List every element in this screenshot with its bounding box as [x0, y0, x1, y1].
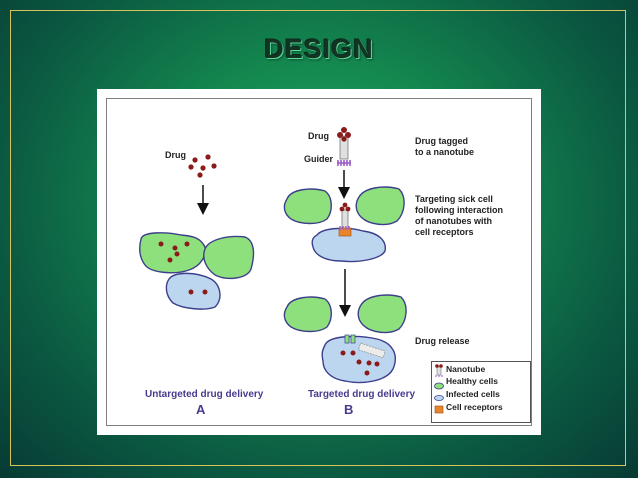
step3-text: Drug release — [415, 336, 470, 346]
drug-in-infected-cell — [188, 289, 208, 295]
svg-text:to a nanotube: to a nanotube — [415, 147, 474, 157]
step1-text: Drug tagged to a nanotube — [415, 136, 474, 157]
figure-border — [106, 98, 532, 426]
label-guider: Guider — [304, 154, 334, 164]
svg-text:Drug tagged: Drug tagged — [415, 136, 468, 146]
slide-title: DESIGN — [264, 34, 374, 64]
legend-item: Healthy cells — [446, 376, 498, 386]
drug-delivery-diagram: Drug — [139, 127, 503, 417]
released-drug-particles — [340, 350, 380, 376]
nanotube-icon — [435, 364, 443, 377]
nanotube-binding-receptor — [338, 202, 352, 237]
svg-text:of nanotubes with: of nanotubes with — [415, 216, 492, 226]
letter-a: A — [196, 402, 206, 417]
svg-text:Drug release: Drug release — [415, 336, 470, 346]
caption-targeted: Targeted drug delivery — [308, 389, 416, 400]
legend: Nanotube Healthy cells Infected cells Ce… — [431, 361, 531, 423]
healthy-cell — [357, 294, 407, 334]
legend-item: Nanotube — [446, 364, 486, 374]
cell-receptor-icon — [344, 334, 356, 344]
infected-cell — [311, 227, 386, 263]
infected-cell — [321, 335, 396, 384]
healthy-cell — [203, 235, 255, 280]
healthy-cell — [283, 296, 332, 333]
label-drug-a: Drug — [165, 150, 186, 160]
nanotube-icon — [337, 127, 351, 166]
cell-receptor-icon — [434, 405, 444, 414]
figure-panel: Drug — [97, 89, 541, 435]
caption-untargeted: Untargeted drug delivery — [145, 389, 264, 400]
healthy-cell — [283, 188, 332, 225]
infected-cell-icon — [434, 395, 444, 402]
free-drug-particles — [188, 154, 217, 178]
legend-item: Infected cells — [446, 389, 500, 399]
healthy-cell — [139, 232, 207, 274]
label-drug-b: Drug — [308, 131, 329, 141]
healthy-cell-icon — [434, 382, 444, 390]
released-nanotube — [357, 342, 386, 359]
svg-text:Targeting sick cell: Targeting sick cell — [415, 194, 493, 204]
legend-item: Cell receptors — [446, 402, 503, 412]
drug-in-healthy-cell — [158, 241, 190, 263]
letter-b: B — [344, 402, 353, 417]
legend-icons — [434, 364, 444, 414]
svg-text:following interaction: following interaction — [415, 205, 503, 215]
step2-text: Targeting sick cell following interactio… — [415, 194, 503, 237]
svg-text:cell receptors: cell receptors — [415, 227, 474, 237]
healthy-cell — [355, 186, 405, 226]
